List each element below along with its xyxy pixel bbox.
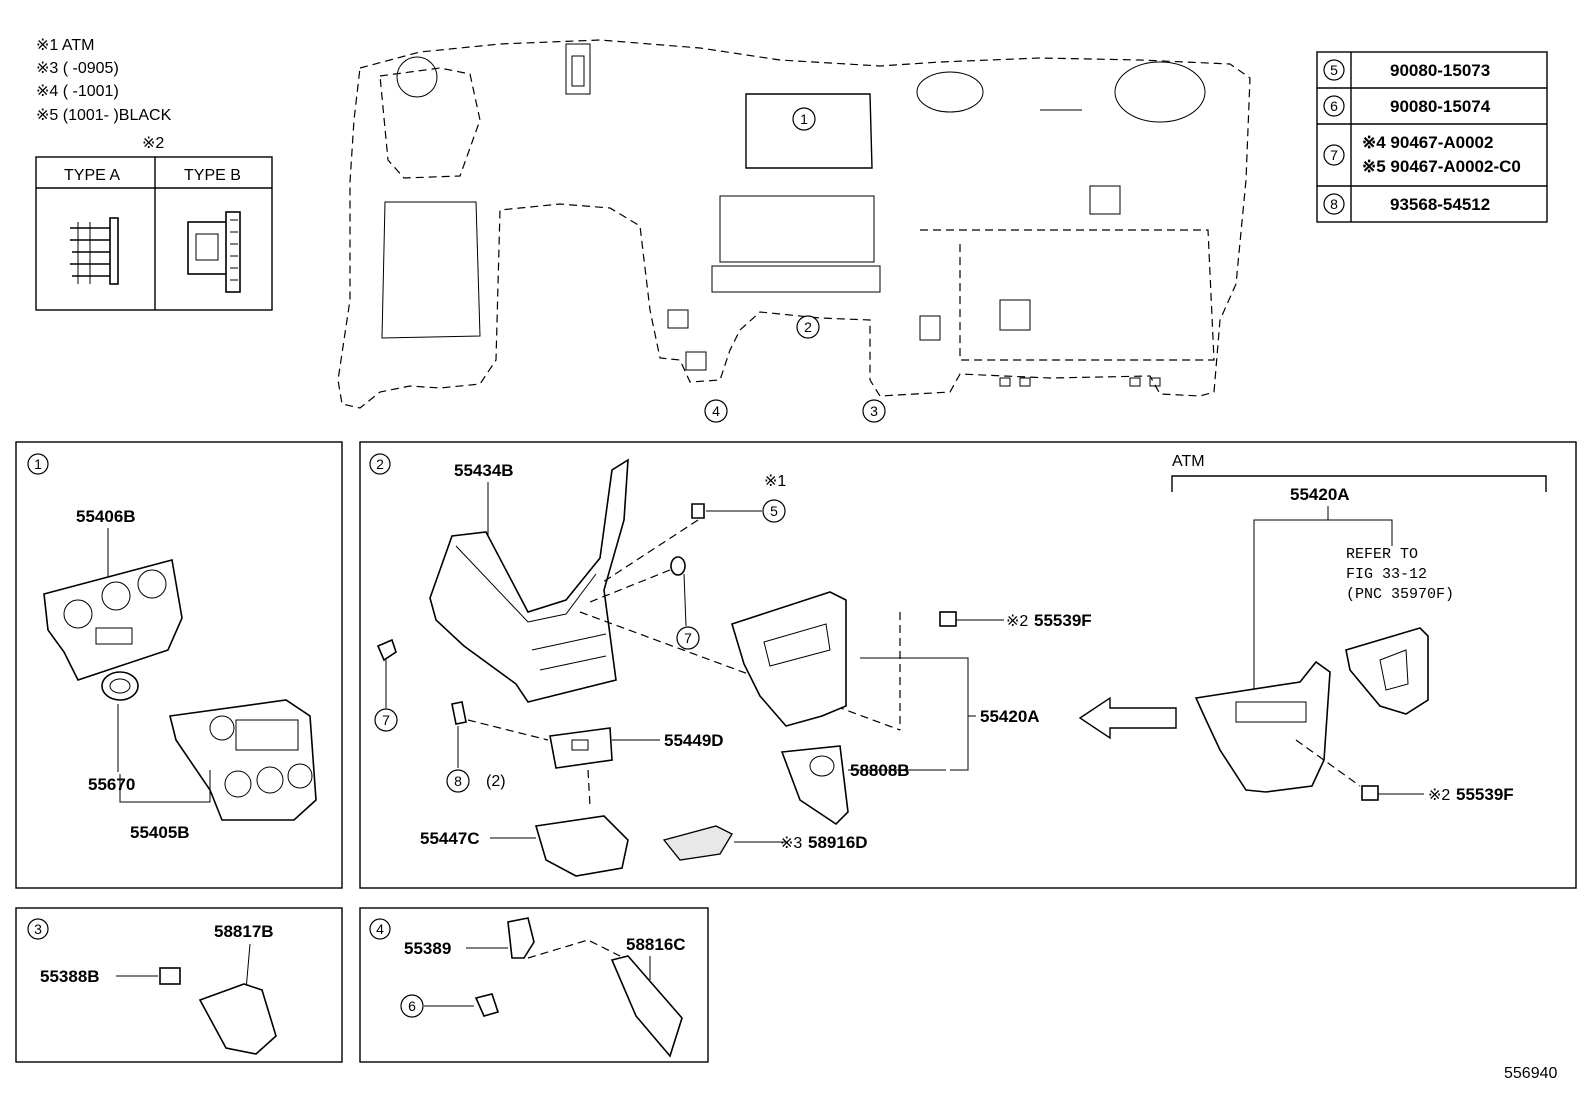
note-0905: ※3 ( -0905) <box>36 60 119 77</box>
part-55388B: 55388B <box>40 967 100 986</box>
ref-part-5: 90080-15073 <box>1390 61 1490 80</box>
ref-part-8: 93568-54512 <box>1390 195 1490 214</box>
callout-3-top: 3 <box>870 403 878 419</box>
reference-table: 5 90080-15073 6 90080-15074 7 ※4 90467-A… <box>1316 51 1548 223</box>
callout-7-left: 7 <box>382 712 390 728</box>
note-atm: ※1 ATM <box>36 37 94 54</box>
callout-8: 8 <box>454 773 462 789</box>
callout-1-top: 1 <box>800 111 808 127</box>
refer-line-2: FIG 33-12 <box>1346 566 1427 583</box>
part-55449D: 55449D <box>664 731 724 750</box>
panel-4: 4 55389 6 58816C <box>359 907 709 1063</box>
note-1001: ※4 ( -1001) <box>36 83 119 100</box>
callout-4-top: 4 <box>712 403 720 419</box>
dashboard-outline: 1 2 4 3 <box>337 39 1251 423</box>
part-58808B: 58808B <box>850 761 910 780</box>
part-55670: 55670 <box>88 775 135 794</box>
type-a-label: TYPE A <box>64 167 120 184</box>
panel-2-id: 2 <box>376 456 384 472</box>
note-black: ※5 (1001- )BLACK <box>36 107 172 124</box>
panel-1-id: 1 <box>34 456 42 472</box>
ref-num-5: 5 <box>1330 62 1338 78</box>
qty-8: (2) <box>486 773 506 790</box>
note-type-2b: ※2 <box>1428 787 1450 804</box>
ref-num-6: 6 <box>1330 98 1338 114</box>
panel-4-id: 4 <box>376 921 384 937</box>
ref-part-7a: ※4 90467-A0002 <box>1362 133 1493 152</box>
part-55405B: 55405B <box>130 823 190 842</box>
ref-part-6: 90080-15074 <box>1390 97 1491 116</box>
type-table: TYPE A TYPE B <box>35 156 273 311</box>
callout-2-top: 2 <box>804 319 812 335</box>
atm-label: ATM <box>1172 453 1205 470</box>
note-type-2a: ※2 <box>1006 613 1028 630</box>
part-55406B: 55406B <box>76 507 136 526</box>
note-0905-3: ※3 <box>780 835 802 852</box>
part-55420A-atm: 55420A <box>1290 485 1350 504</box>
part-55434B: 55434B <box>454 461 514 480</box>
type-b-label: TYPE B <box>184 167 241 184</box>
panel-1: 1 55406B 55670 55405B <box>15 441 343 889</box>
part-58817B: 58817B <box>214 922 274 941</box>
ref-part-7b: ※5 90467-A0002-C0 <box>1362 157 1521 176</box>
callout-5: 5 <box>770 503 778 519</box>
ref-num-7: 7 <box>1330 147 1338 163</box>
part-58816C: 58816C <box>626 935 686 954</box>
panel-2: 2 55434B ※1 5 7 7 8 (2) <box>359 441 1577 889</box>
refer-line-1: REFER TO <box>1346 546 1418 563</box>
part-55539F-upper: 55539F <box>1034 611 1092 630</box>
part-55539F-lower: 55539F <box>1456 785 1514 804</box>
part-55420A-left: 55420A <box>980 707 1040 726</box>
clip-type-b-icon <box>187 211 241 293</box>
clip-type-a-icon <box>70 217 119 285</box>
ref-num-8: 8 <box>1330 196 1338 212</box>
note-type: ※2 <box>142 135 164 152</box>
diagram-number: 556940 <box>1504 1065 1557 1082</box>
panel-3-id: 3 <box>34 921 42 937</box>
part-55389: 55389 <box>404 939 451 958</box>
part-55447C: 55447C <box>420 829 480 848</box>
refer-line-3: (PNC 35970F) <box>1346 586 1454 603</box>
callout-7-right: 7 <box>684 630 692 646</box>
part-58916D: 58916D <box>808 833 868 852</box>
panel-3: 3 58817B 55388B <box>15 907 343 1063</box>
note-atm-1: ※1 <box>764 473 786 490</box>
callout-6: 6 <box>408 998 416 1014</box>
